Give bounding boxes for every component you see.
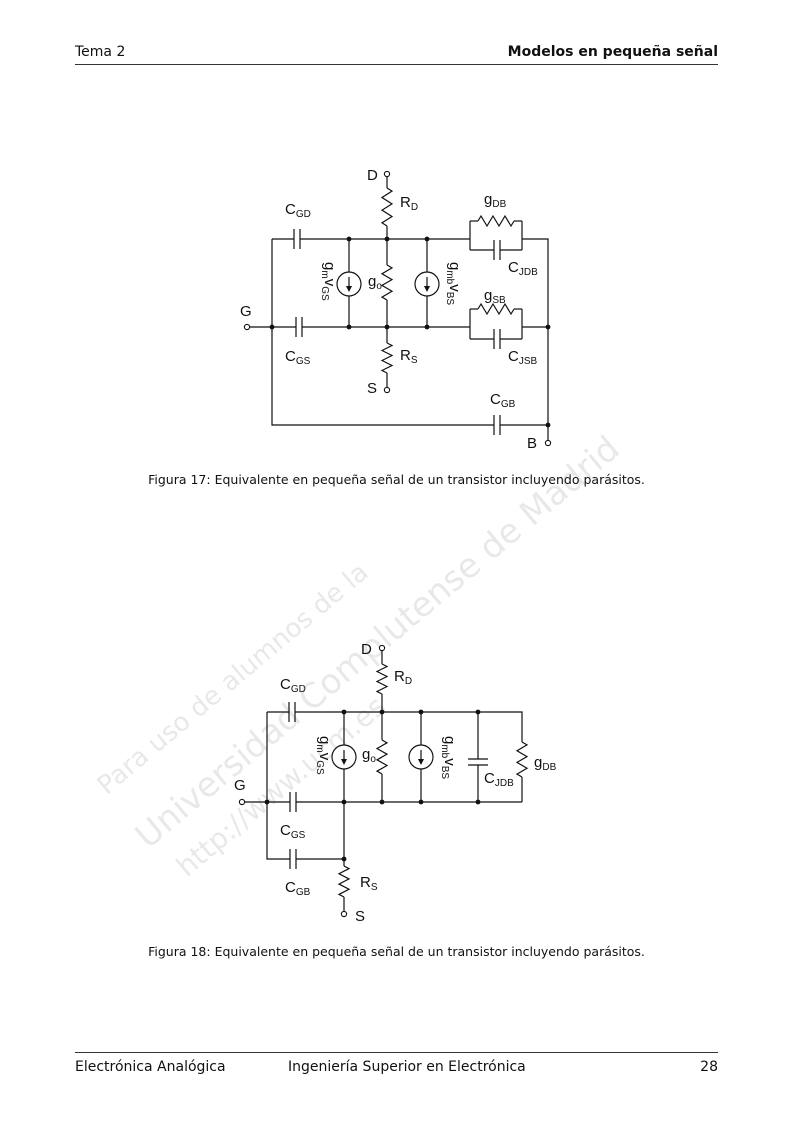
resistor <box>375 739 389 775</box>
label-S: S <box>367 380 378 397</box>
label-D: D <box>367 167 378 184</box>
label-gSB: gSB <box>484 287 506 306</box>
label-CJSB: CJSB <box>508 348 538 367</box>
resistor <box>380 342 394 374</box>
wire <box>522 238 549 440</box>
node-dot <box>475 709 481 715</box>
label-go: go <box>362 746 376 765</box>
wire <box>295 711 523 742</box>
header-chapter: Tema 2 <box>75 44 126 60</box>
label-RD: RD <box>394 668 413 687</box>
footer-course: Electrónica Analógica <box>75 1059 226 1075</box>
node-dot <box>341 856 347 862</box>
label-CGB: CGB <box>490 391 516 410</box>
resistor <box>477 302 515 316</box>
wire <box>266 712 290 860</box>
node-dot <box>341 709 347 715</box>
label-RD: RD <box>400 194 419 213</box>
label-gDB: gDB <box>484 191 507 210</box>
current-arrowhead <box>418 759 424 765</box>
resistor <box>337 865 351 898</box>
label-G: G <box>234 777 246 794</box>
node-dot <box>264 799 270 805</box>
node-dot <box>545 324 551 330</box>
label-CGD: CGD <box>280 676 306 695</box>
terminal <box>378 644 386 652</box>
wire <box>271 239 494 426</box>
node-dot <box>424 236 430 242</box>
terminal <box>383 170 391 178</box>
current-arrowhead <box>424 286 430 292</box>
node-dot <box>424 324 430 330</box>
label-CJDB: CJDB <box>508 259 538 278</box>
footer-rule <box>75 1052 718 1053</box>
header-rule <box>75 64 718 65</box>
label-gmbVBS: gmbvBS <box>444 262 463 306</box>
node-dot <box>341 799 347 805</box>
node-dot <box>346 324 352 330</box>
figure18-caption: Figura 18: Equivalente en pequeña señal … <box>148 944 645 959</box>
label-gDB: gDB <box>534 754 557 773</box>
node-dot <box>379 799 385 805</box>
resistor <box>515 741 529 778</box>
label-go: go <box>368 273 382 292</box>
label-gmVGS: gmvGS <box>319 262 338 301</box>
node-dot <box>346 236 352 242</box>
terminal <box>238 798 246 806</box>
page-number: 28 <box>700 1059 718 1075</box>
node-dot <box>545 422 551 428</box>
figure17-caption: Figura 17: Equivalente en pequeña señal … <box>148 472 645 487</box>
current-arrowhead <box>346 286 352 292</box>
resistor <box>380 187 394 227</box>
label-CGS: CGS <box>280 822 306 841</box>
terminal <box>544 439 552 447</box>
terminal <box>383 386 391 394</box>
node-dot <box>384 236 390 242</box>
node-dot <box>418 709 424 715</box>
label-gmVGS: gmvGS <box>314 736 333 775</box>
label-CGB: CGB <box>285 879 311 898</box>
node-dot <box>475 799 481 805</box>
label-gmbVBS: gmbvBS <box>439 736 458 780</box>
node-dot <box>269 324 275 330</box>
header-section-title: Modelos en pequeña señal <box>507 44 718 60</box>
resistor <box>375 663 389 695</box>
node-dot <box>384 324 390 330</box>
label-CJDB: CJDB <box>484 770 514 789</box>
label-S: S <box>355 908 366 925</box>
label-CGS: CGS <box>285 348 311 367</box>
current-arrowhead <box>341 759 347 765</box>
terminal <box>340 910 348 918</box>
label-B: B <box>527 435 538 452</box>
node-dot <box>418 799 424 805</box>
label-D: D <box>361 641 372 658</box>
terminal <box>243 323 251 331</box>
footer-degree: Ingeniería Superior en Electrónica <box>288 1059 526 1075</box>
label-G: G <box>240 303 252 320</box>
resistor <box>477 214 515 228</box>
label-RS: RS <box>360 874 378 893</box>
node-dot <box>379 709 385 715</box>
label-RS: RS <box>400 347 418 366</box>
resistor <box>380 264 394 301</box>
label-CGD: CGD <box>285 201 311 220</box>
